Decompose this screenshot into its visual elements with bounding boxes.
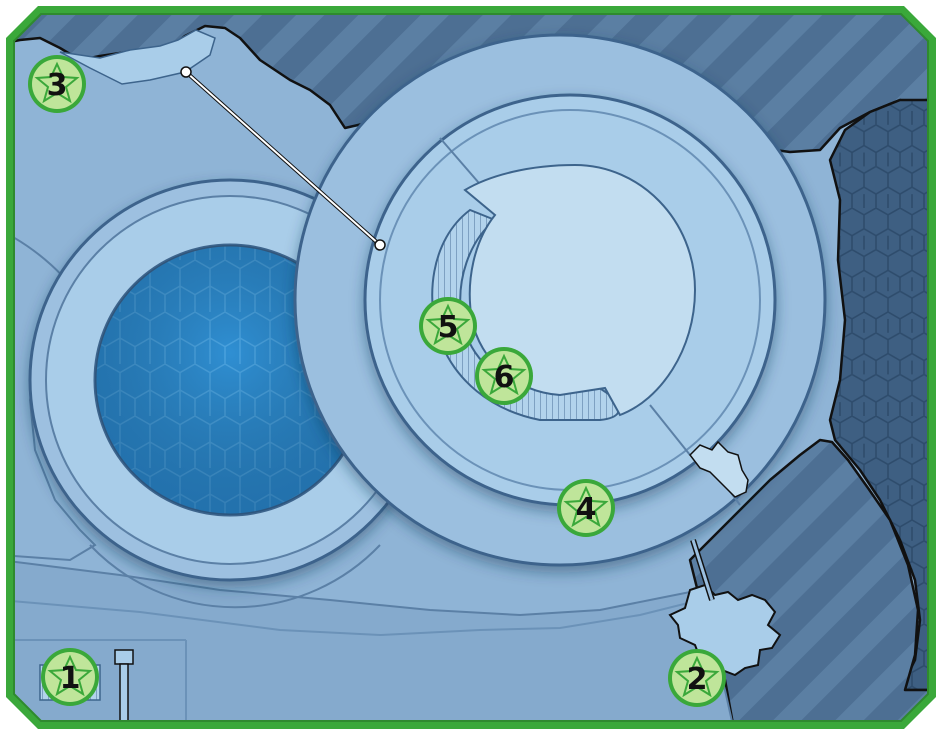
ring-crack [689,440,749,498]
post-pillar [114,649,134,665]
map-marker-5[interactable]: 5 [419,297,477,355]
map-marker-1[interactable]: 1 [41,648,99,706]
post-stem [119,663,129,721]
map-marker-4[interactable]: 4 [557,479,615,537]
tower-center-floor [463,163,697,417]
walkway-edge [14,599,701,637]
pool-step [89,544,381,609]
marker-label: 1 [60,661,81,696]
map-marker-6[interactable]: 6 [475,347,533,405]
ring-divider-bottom [649,404,691,456]
map-marker-2[interactable]: 2 [668,649,726,707]
marker-label: 6 [494,360,515,395]
rope-anchor-top [180,66,192,78]
marker-label: 3 [47,68,68,103]
ring-divider-top [439,137,486,191]
marker-label: 5 [438,310,459,345]
frame-inner-edge [13,13,929,722]
marker-label: 4 [576,492,597,527]
map-marker-3[interactable]: 3 [28,55,86,113]
bush [668,583,782,677]
marker-label: 2 [687,662,708,697]
rope-anchor-bottom [374,239,386,251]
upper-ledge [59,29,216,85]
rope-line-inner [185,71,381,246]
lower-walkway [14,558,737,721]
bridge-post-inner [691,539,714,601]
